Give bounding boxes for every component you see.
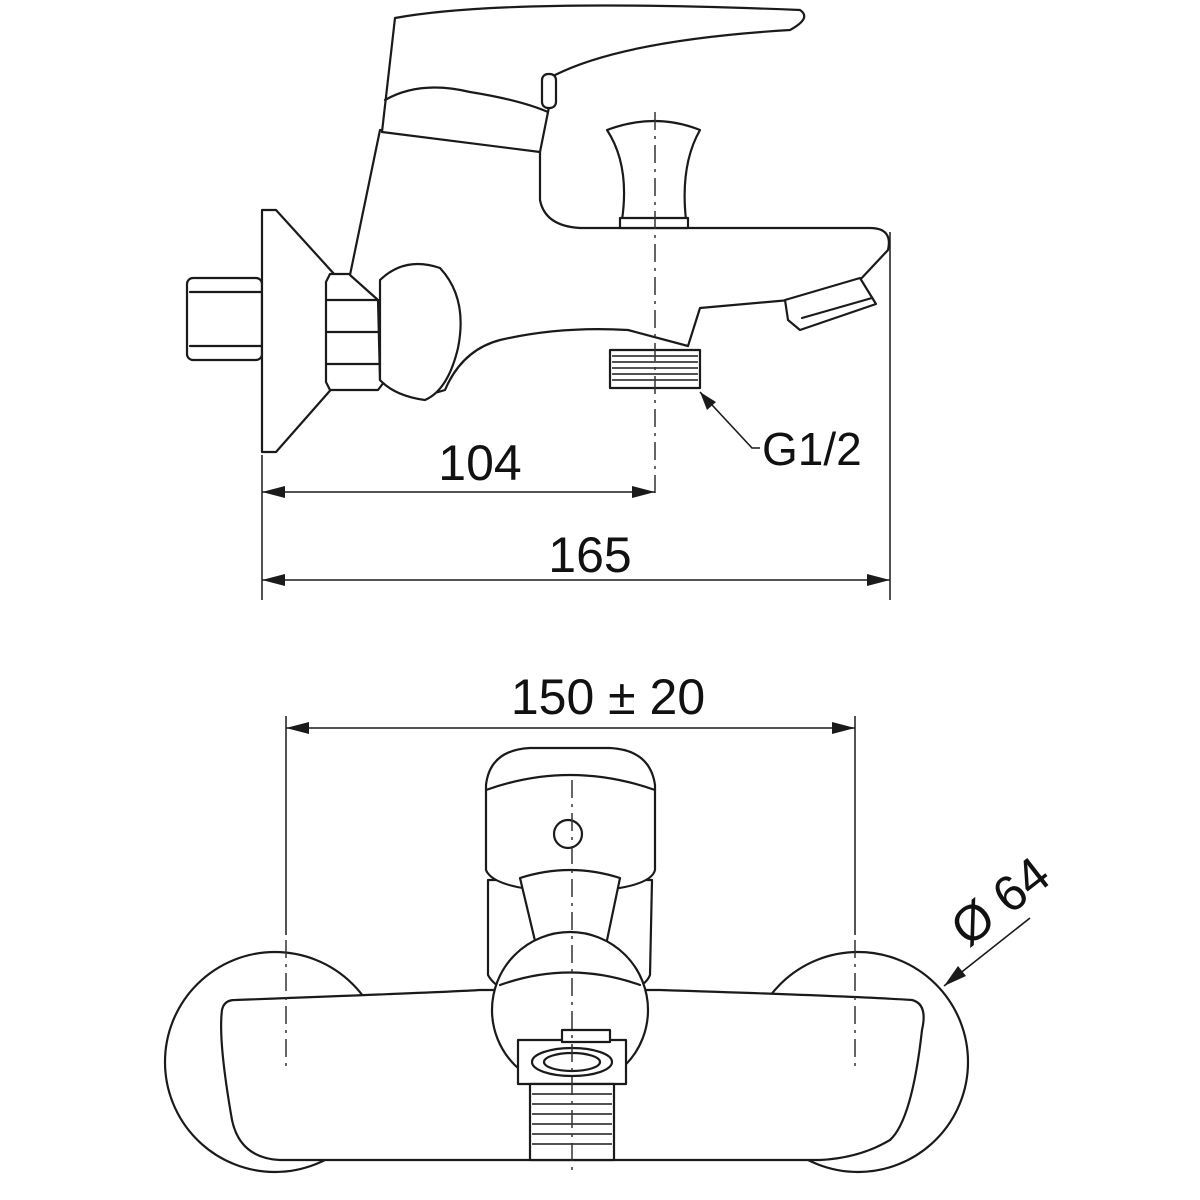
diverter-knob-front xyxy=(518,868,622,947)
dimension-104-label: 104 xyxy=(438,435,521,491)
mixer-body-side xyxy=(348,128,890,396)
escutcheon-profile xyxy=(260,208,337,454)
dimension-150-label: 150 ± 20 xyxy=(511,669,705,725)
handle-screw-front xyxy=(552,818,584,850)
dimension-diameter: Ø 64 xyxy=(940,846,1060,987)
wall-connector-nut xyxy=(185,276,264,362)
dimension-150: 150 ± 20 xyxy=(286,669,855,734)
hex-union-nut xyxy=(324,272,386,392)
dimension-diameter-label: Ø 64 xyxy=(940,846,1060,957)
dimension-104: 104 xyxy=(262,435,655,498)
side-view: G1/2 104 165 xyxy=(185,4,891,600)
thread-callout: G1/2 xyxy=(699,391,862,475)
swivel-joint xyxy=(378,262,462,402)
diverter-knob xyxy=(605,119,702,222)
lever-handle xyxy=(380,4,806,154)
handle-screw xyxy=(540,72,558,110)
dimension-165-label: 165 xyxy=(548,527,631,583)
thread-callout-label: G1/2 xyxy=(762,423,862,475)
dimension-165: 165 xyxy=(262,527,890,586)
front-view: 150 ± 20 Ø 64 xyxy=(163,669,1060,1174)
